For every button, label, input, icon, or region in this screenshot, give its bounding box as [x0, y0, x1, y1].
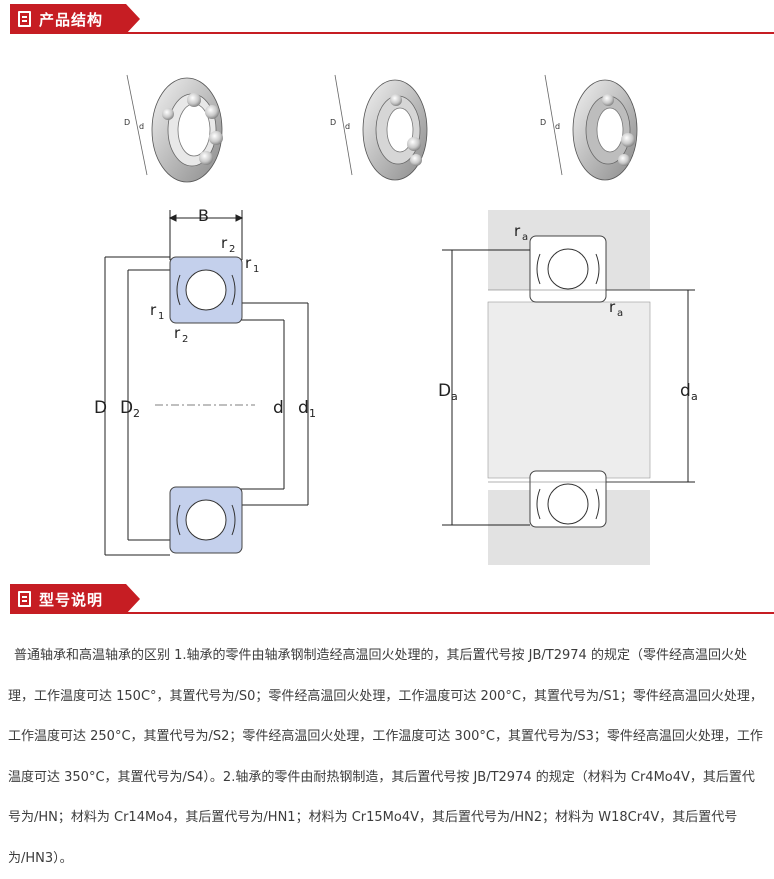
dim-da: d	[680, 381, 691, 401]
dim-Da: D	[438, 381, 451, 401]
ring-section-bottom	[169, 486, 243, 554]
svg-text:a: a	[522, 232, 528, 243]
section-title: 型号说明	[39, 591, 104, 609]
svg-text:a: a	[691, 390, 698, 403]
dim-d: d	[273, 398, 284, 418]
document-icon	[18, 591, 31, 607]
section-tab: 型号说明	[10, 584, 140, 614]
svg-text:2: 2	[229, 244, 235, 255]
svg-text:D: D	[124, 118, 130, 127]
bearing-view-double-shield: B D d	[540, 74, 638, 181]
svg-text:2: 2	[133, 407, 140, 420]
dim-D: D	[94, 398, 107, 418]
svg-text:1: 1	[253, 264, 259, 275]
bearing-cross-section: B r 2 r 1 r 1 r 2 D D 2 d d 1	[94, 206, 316, 556]
svg-text:1: 1	[309, 407, 316, 420]
dim-B: B	[198, 206, 209, 225]
document-icon	[18, 11, 31, 27]
svg-text:d: d	[555, 122, 560, 131]
svg-text:a: a	[451, 390, 458, 403]
header-rule	[10, 32, 774, 34]
section-title: 产品结构	[39, 11, 104, 29]
svg-text:d: d	[139, 122, 144, 131]
svg-text:r: r	[245, 254, 252, 272]
svg-text:D: D	[540, 118, 546, 127]
svg-text:r: r	[514, 222, 521, 240]
dim-d1: d	[298, 398, 309, 418]
dim-D2: D	[120, 398, 133, 418]
svg-text:d: d	[345, 122, 350, 131]
section-header-model: 型号说明	[10, 584, 774, 614]
section-tab: 产品结构	[10, 4, 140, 34]
bearing-3d-views: B D d B D d B D d	[124, 74, 638, 183]
svg-text:r: r	[609, 298, 616, 316]
svg-text:1: 1	[158, 311, 164, 322]
svg-text:a: a	[617, 308, 623, 319]
svg-text:r: r	[174, 324, 181, 342]
bearing-view-open: B D d	[124, 74, 223, 183]
svg-text:2: 2	[182, 334, 188, 345]
svg-text:D: D	[330, 118, 336, 127]
svg-text:r: r	[221, 234, 228, 252]
header-rule	[10, 612, 774, 614]
svg-text:r: r	[150, 301, 157, 319]
bearing-mounting-drawing: r a r a D a d a	[438, 210, 698, 565]
model-description: 普通轴承和高温轴承的区别 1.轴承的零件由轴承钢制造经高温回火处理的，其后置代号…	[8, 648, 763, 866]
ring-section-top	[169, 256, 243, 324]
bearing-view-shield: B D d	[330, 74, 428, 181]
section-header-structure: 产品结构	[10, 4, 774, 34]
